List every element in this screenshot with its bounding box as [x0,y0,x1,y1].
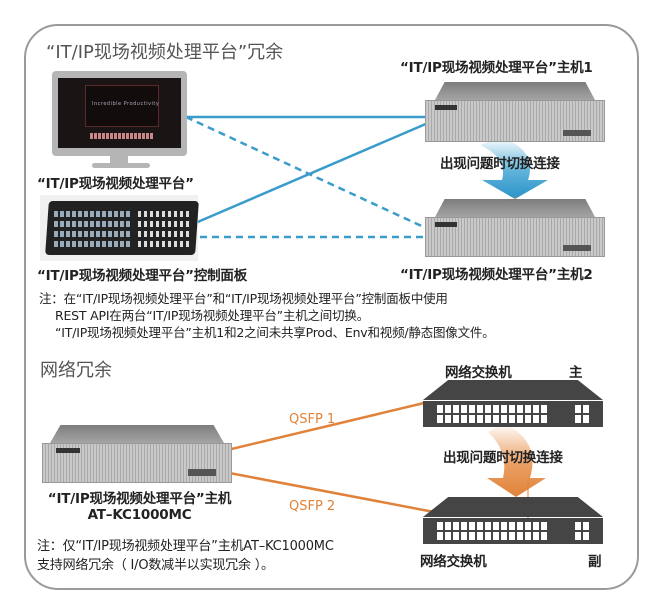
link-monitor-host2 [185,115,429,231]
note-platform-redundancy: 注：在“IT/IP现场视频处理平台”和“IT/IP现场视频处理平台”控制面板中使… [39,290,495,341]
network-host-label-line2: AT–KC1000MC [87,507,192,523]
failover-label: 出现问题时切换连接 [440,156,560,172]
rack-server-icon [425,82,605,142]
failover-arrow-icon [480,137,548,199]
note-line: “IT/IP现场视频处理平台”主机1和2之间未共享Prod、Env和视频/静态图… [55,325,495,340]
switch-secondary-role: 副 [588,554,602,570]
note-network-redundancy: 注：仅“IT/IP现场视频处理平台”主机AT–KC1000MC 支持网络冗余（ … [37,537,334,575]
rack-server-icon [42,425,232,483]
link-panel-host1 [192,121,429,226]
diagram-frame [24,24,639,590]
note-line: 支持网络冗余（ I/O数减半以实现冗余 ）。 [37,558,274,573]
network-failover-label: 出现问题时切换连接 [443,450,563,466]
host1-label: “IT/IP现场视频处理平台”主机1 [400,60,593,76]
monitor-screen-text: Incredible Productivity [92,101,160,107]
host2-label: “IT/IP现场视频处理平台”主机2 [400,267,593,283]
note-line: REST API在两台“IT/IP现场视频处理平台”主机之间切换。 [55,308,370,323]
network-switch-icon [423,380,603,428]
note-line: 注：仅“IT/IP现场视频处理平台”主机AT–KC1000MC [37,539,334,554]
failover-arrow-icon [487,423,546,497]
control-panel-label: “IT/IP现场视频处理平台”控制面板 [37,268,248,284]
section-title-network-redundancy: 网络冗余 [40,360,112,381]
network-switch-icon [423,497,603,545]
link-qsfp2 [197,465,435,514]
qsfp1-label: QSFP 1 [289,412,336,427]
network-host-label-line1: “IT/IP现场视频处理平台”主机 [47,491,232,507]
section-title-platform-redundancy: “IT/IP现场视频处理平台”冗余 [46,42,284,63]
switch-secondary-name: 网络交换机 [420,554,487,570]
note-line: 注：在“IT/IP现场视频处理平台”和“IT/IP现场视频处理平台”控制面板中使… [39,291,448,306]
monitor-icon: Incredible Productivity [52,71,187,171]
switch-primary-name: 网络交换机 [445,365,512,381]
switch-primary-role: 主 [569,365,583,381]
network-host-label: “IT/IP现场视频处理平台”主机 AT–KC1000MC [37,487,242,523]
rack-server-icon [425,199,605,257]
control-panel-icon [40,195,199,261]
monitor-label: “IT/IP现场视频处理平台” [37,176,194,192]
qsfp2-label: QSFP 2 [289,499,336,514]
link-qsfp1 [197,401,425,459]
